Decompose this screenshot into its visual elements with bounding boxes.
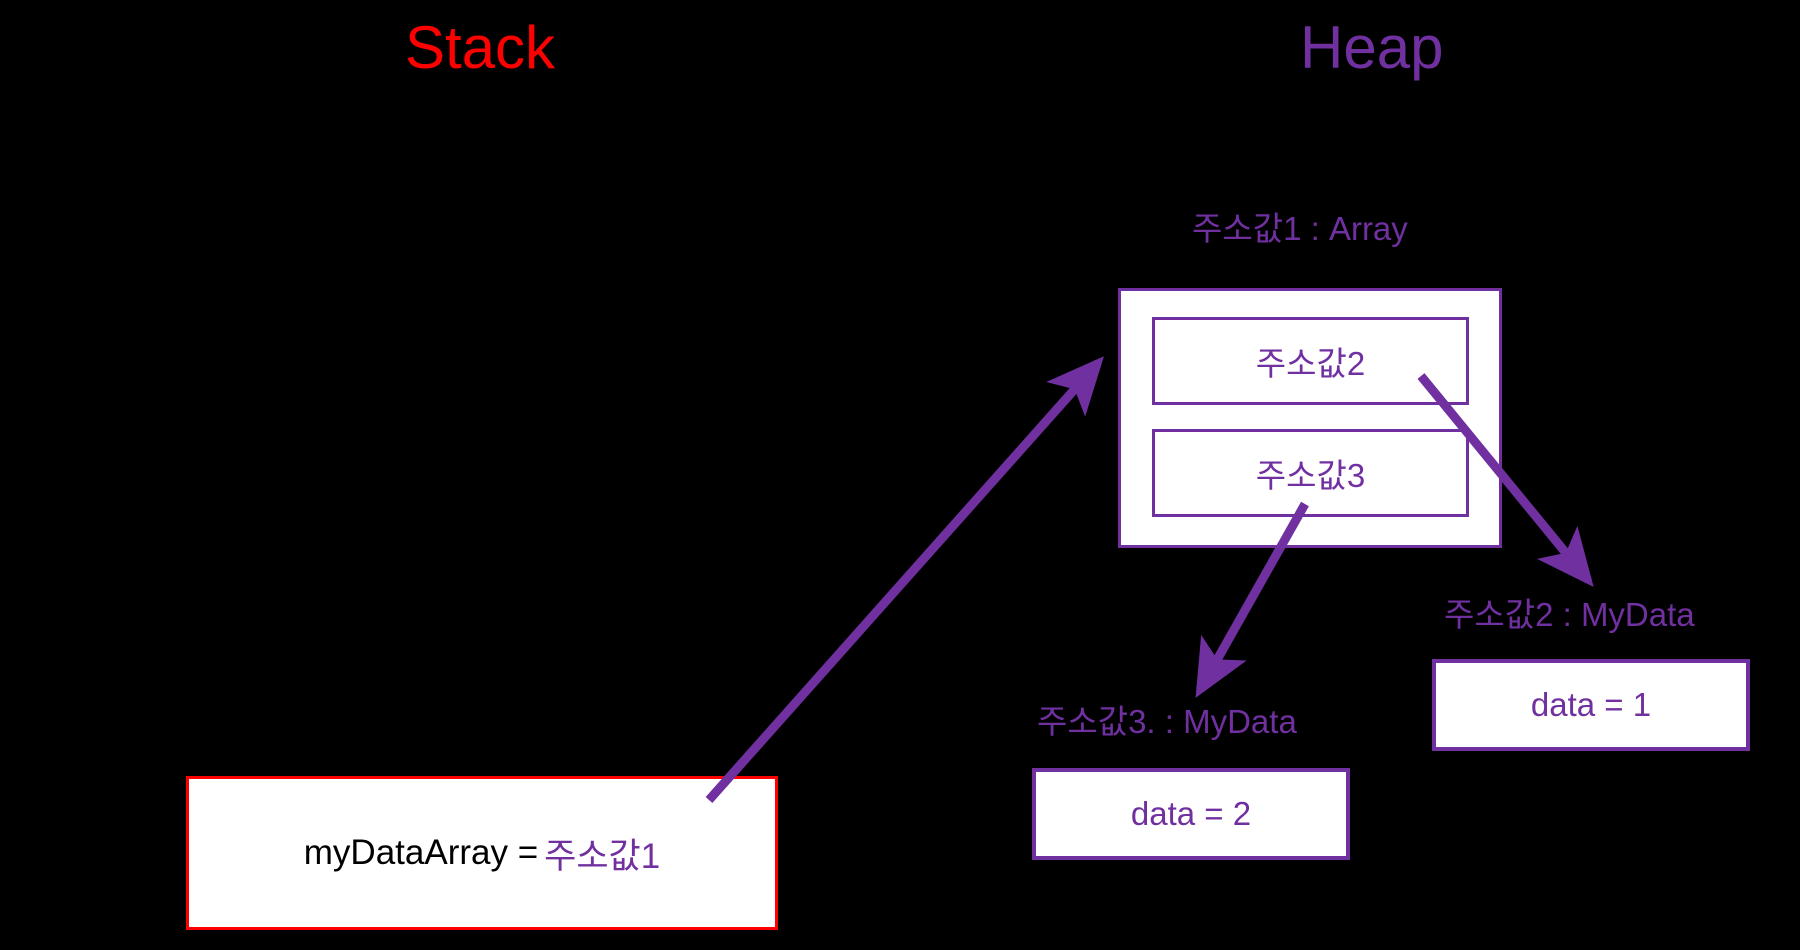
mydata-object-1-box: data = 1 bbox=[1432, 659, 1750, 751]
mydata-object-2-caption: 주소값3. : MyData bbox=[1037, 703, 1297, 740]
stack-variable-box: myDataArray = 주소값1 bbox=[186, 776, 778, 930]
mydata-object-1-caption: 주소값2 : MyData bbox=[1444, 596, 1695, 633]
stack-title: Stack bbox=[405, 14, 556, 81]
heap-title: Heap bbox=[1300, 14, 1444, 81]
array-cell-1: 주소값3 bbox=[1152, 429, 1469, 517]
array-caption: 주소값1 : Array bbox=[1192, 210, 1408, 247]
stack-variable-name: myDataArray = bbox=[303, 833, 539, 872]
mydata-object-2-box: data = 2 bbox=[1032, 768, 1350, 860]
stack-variable-value: 주소값1 bbox=[544, 836, 661, 876]
array-cell-0: 주소값2 bbox=[1152, 317, 1469, 405]
